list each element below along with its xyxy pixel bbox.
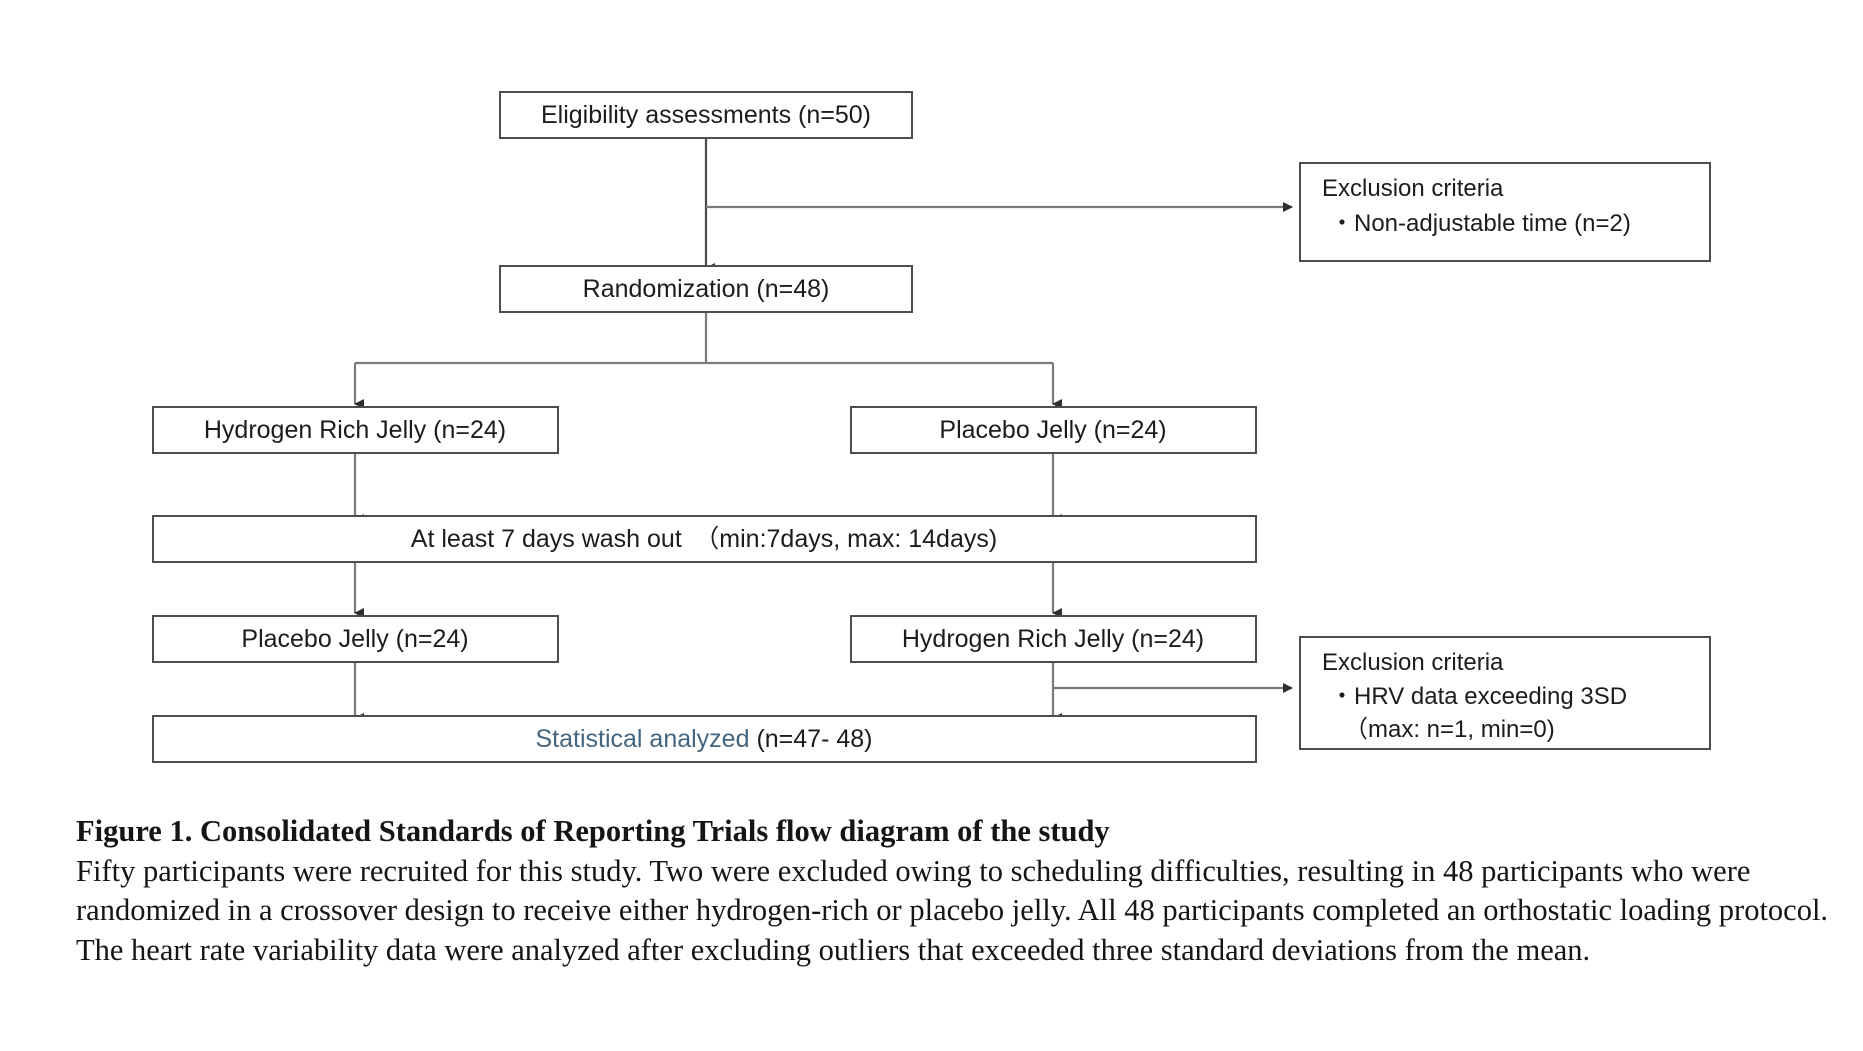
node-randomization-label: Randomization (n=48) bbox=[583, 275, 830, 303]
node-arm1-left-label: Hydrogen Rich Jelly (n=24) bbox=[204, 416, 506, 444]
node-analyzed-label: Statistical analyzed (n=47- 48) bbox=[535, 725, 872, 753]
node-arm1-placebo-jelly: Placebo Jelly (n=24) bbox=[850, 406, 1257, 454]
node-arm2-placebo-jelly: Placebo Jelly (n=24) bbox=[152, 615, 559, 663]
node-exclusion-criteria-1: Exclusion criteria ・Non-adjustable time … bbox=[1299, 162, 1711, 262]
node-eligibility-label: Eligibility assessments (n=50) bbox=[541, 101, 871, 129]
node-statistical-analyzed: Statistical analyzed (n=47- 48) bbox=[152, 715, 1257, 763]
exclusion-2-title: Exclusion criteria bbox=[1322, 649, 1504, 676]
node-arm1-right-label: Placebo Jelly (n=24) bbox=[939, 416, 1166, 444]
figure-caption: Figure 1. Consolidated Standards of Repo… bbox=[76, 812, 1836, 971]
node-washout-period: At least 7 days wash out （min:7days, max… bbox=[152, 515, 1257, 563]
exclusion-1-title: Exclusion criteria bbox=[1322, 175, 1504, 202]
consort-flow-diagram: Eligibility assessments (n=50) Exclusion… bbox=[152, 91, 1711, 763]
node-arm2-right-label: Hydrogen Rich Jelly (n=24) bbox=[902, 625, 1204, 653]
node-analyzed-rest: (n=47- 48) bbox=[750, 725, 873, 753]
node-arm2-hydrogen-rich-jelly: Hydrogen Rich Jelly (n=24) bbox=[850, 615, 1257, 663]
connector-randomization-split bbox=[353, 310, 1062, 409]
node-analyzed-accent: Statistical analyzed bbox=[535, 725, 749, 753]
node-randomization: Randomization (n=48) bbox=[499, 265, 913, 313]
node-exclusion-criteria-2: Exclusion criteria ・HRV data exceeding 3… bbox=[1299, 636, 1711, 750]
figure-caption-body: Fifty participants were recruited for th… bbox=[76, 853, 1829, 967]
exclusion-1-item-1: ・Non-adjustable time (n=2) bbox=[1330, 210, 1631, 237]
node-eligibility-assessments: Eligibility assessments (n=50) bbox=[499, 91, 913, 139]
node-arm1-hydrogen-rich-jelly: Hydrogen Rich Jelly (n=24) bbox=[152, 406, 559, 454]
node-arm2-left-label: Placebo Jelly (n=24) bbox=[241, 625, 468, 653]
node-washout-label: At least 7 days wash out （min:7days, max… bbox=[411, 525, 997, 553]
exclusion-2-item-1: ・HRV data exceeding 3SD bbox=[1330, 683, 1627, 710]
exclusion-2-item-2: （max: n=1, min=0) bbox=[1344, 716, 1555, 743]
figure-caption-title: Figure 1. Consolidated Standards of Repo… bbox=[76, 814, 1110, 848]
